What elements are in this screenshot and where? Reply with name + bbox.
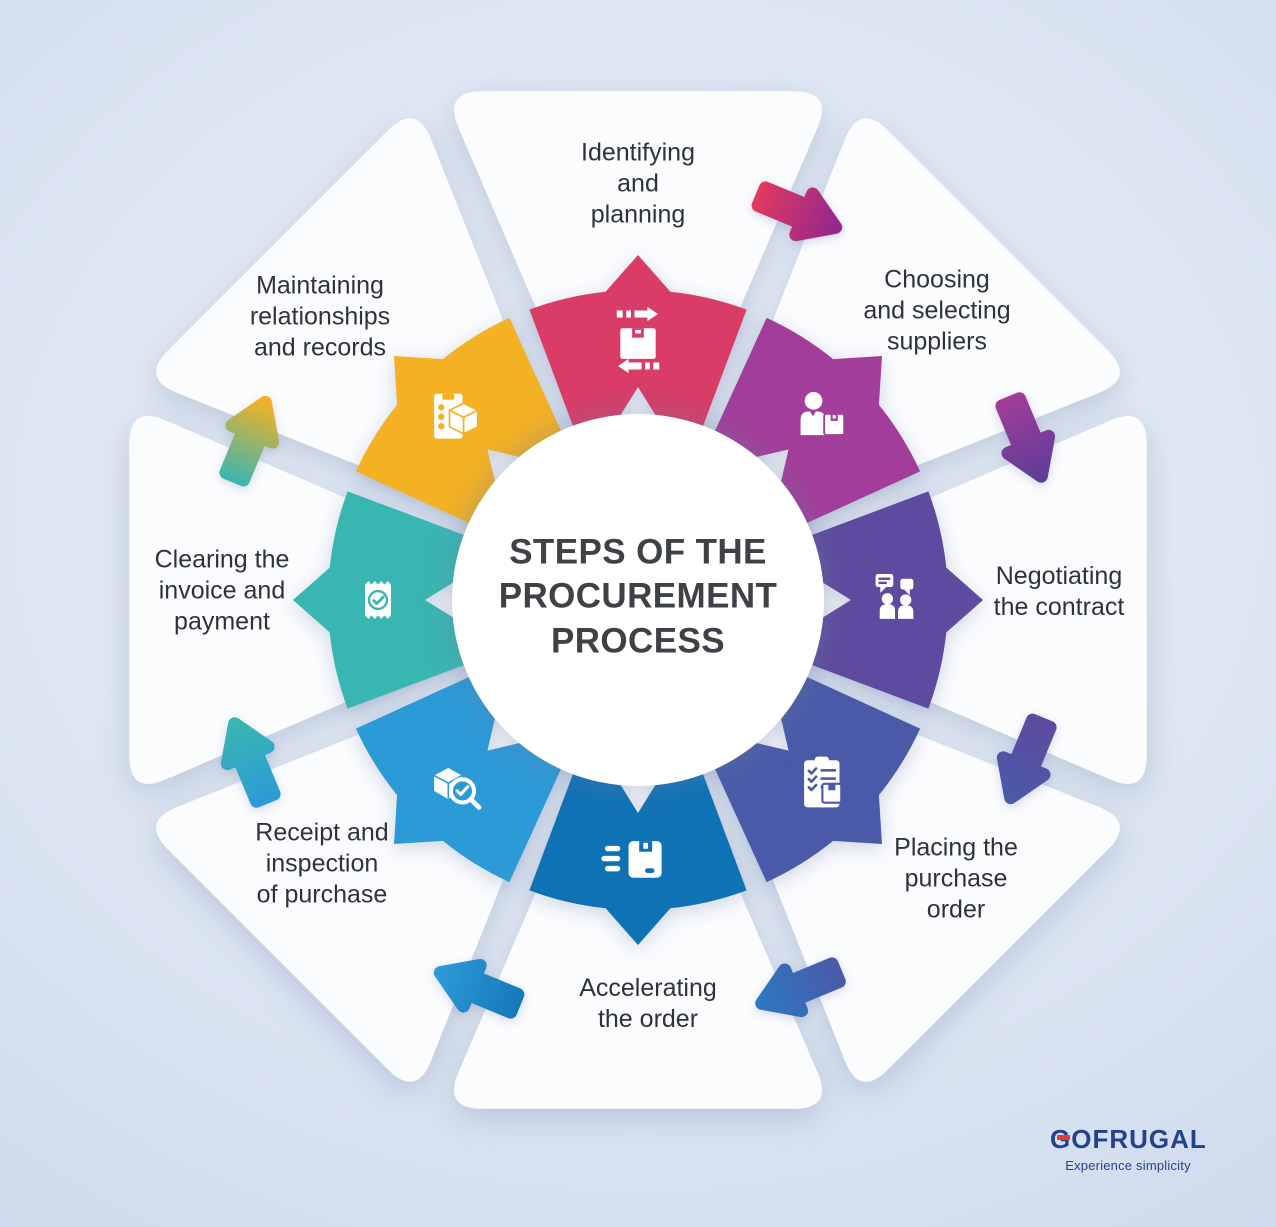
arrow-choosing-suppliers-to-negotiating-contract <box>995 392 1056 483</box>
center-circle <box>452 414 824 786</box>
label-placing-order: Placing the purchase order <box>894 833 1018 924</box>
gofrugal-wordmark: GOFRUGAL <box>1050 1124 1207 1154</box>
arrow-receipt-inspection-to-clearing-invoice <box>220 717 281 808</box>
fast-delivery-icon <box>601 841 662 878</box>
order-checklist-icon <box>804 756 843 808</box>
arrow-identifying-planning-to-choosing-suppliers <box>751 181 843 242</box>
inspection-magnifier-icon <box>433 767 482 810</box>
logo-red-dash-icon <box>1057 1135 1070 1140</box>
label-negotiating-contract: Negotiating the contract <box>993 562 1125 621</box>
gofrugal-tagline: Experience simplicity <box>1065 1158 1191 1173</box>
invoice-check-icon <box>365 581 391 619</box>
arrow-placing-order-to-accelerating-order <box>755 957 846 1018</box>
arrow-negotiating-contract-to-placing-order <box>996 713 1057 805</box>
gofrugal-logo: GOFRUGAL Experience simplicity <box>1050 1124 1206 1173</box>
arrow-clearing-invoice-to-maintaining-records <box>219 395 280 487</box>
box-transfer-icon <box>616 306 660 374</box>
supplier-person-icon <box>800 392 846 437</box>
arrow-accelerating-order-to-receipt-inspection <box>433 958 525 1019</box>
label-clearing-invoice: Clearing the invoice and payment <box>154 545 290 636</box>
negotiation-chat-icon <box>875 574 914 619</box>
label-choosing-suppliers: Choosing and selecting suppliers <box>863 265 1011 356</box>
segment-icons <box>365 306 914 878</box>
label-identifying-planning: Identifying and planning <box>581 138 695 229</box>
center-title: STEPS OF THE PROCUREMENT PROCESS <box>498 532 778 661</box>
center-hub <box>452 414 824 786</box>
label-maintaining-records: Maintaining relationships and records <box>249 271 391 362</box>
label-receipt-inspection: Receipt and inspection of purchase <box>255 818 389 909</box>
label-accelerating-order: Accelerating the order <box>579 974 717 1033</box>
flow-arrows <box>219 181 1057 1019</box>
records-cube-icon <box>434 393 479 439</box>
